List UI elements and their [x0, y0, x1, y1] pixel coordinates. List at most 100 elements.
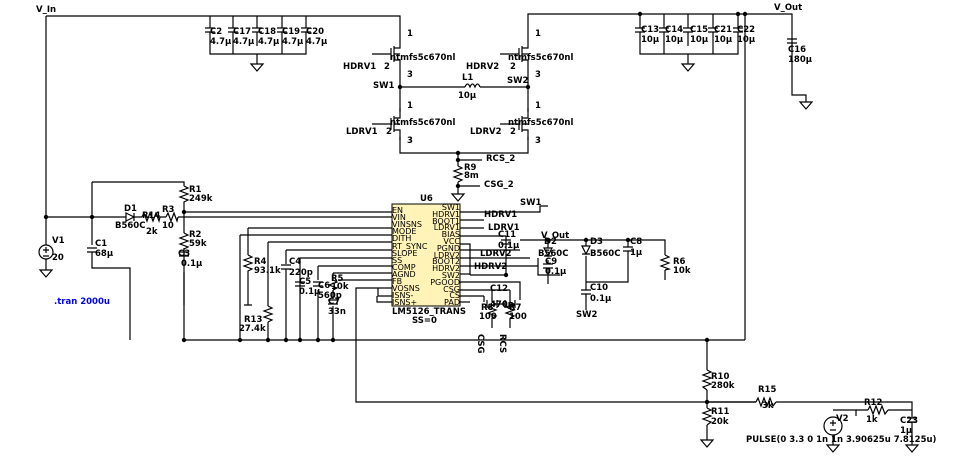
ic-pin-label-right: CSG: [443, 284, 460, 294]
r6-name: R6: [673, 257, 686, 267]
r11-name: R11: [711, 407, 730, 417]
net-label-v-in: V_In: [36, 5, 57, 15]
r3-value: 10: [162, 221, 174, 231]
pulse-directive: PULSE(0 3.3 0 1n 1n 3.90625u 7.8125u): [746, 435, 937, 445]
ic-pin-label-left: VIN: [392, 213, 406, 223]
net-label-hdrv1: HDRV1: [343, 62, 377, 72]
mosfet-hs2: [514, 38, 529, 70]
c5-name: C5: [299, 277, 312, 287]
cap-c21-name: C21: [714, 25, 733, 35]
cap-c13-name: C13: [641, 25, 660, 35]
r7-value: 100: [509, 312, 527, 322]
net-label-csg: CSG: [475, 334, 485, 354]
tran-directive: .tran 2000u: [54, 297, 110, 307]
cap-c13-value: 10µ: [641, 35, 660, 45]
net-label-csg2: CSG_2: [484, 180, 514, 190]
r4-value: 93.1k: [254, 266, 281, 276]
r12-value: 1k: [866, 415, 878, 425]
ic-ref: U6: [420, 194, 433, 204]
r2-value: 59k: [189, 239, 207, 249]
cap-c19-name: C19: [282, 27, 301, 37]
net-label-sw1: SW1: [373, 81, 395, 91]
ic-pin-label-right: LDRV2: [433, 250, 460, 260]
ic-param: SS=0: [412, 316, 437, 326]
r9-value: 8m: [464, 171, 479, 181]
ic-pin-label-left: VOSNS: [392, 284, 420, 294]
ic-pin-label-right: PGOOD: [430, 277, 460, 287]
c8-value: 1µ: [630, 248, 643, 258]
r11-value: 20k: [711, 417, 729, 427]
v1-value: 20: [52, 253, 64, 263]
r15-value: 3k: [762, 401, 774, 411]
mosfet-ls2-pin1: 1: [535, 101, 541, 111]
cap-c15-name: C15: [690, 25, 709, 35]
diode-symbols: [125, 212, 591, 258]
ic-pin-label-right: BOOT1: [432, 216, 460, 226]
d1-value: B560C: [115, 221, 146, 231]
r10-value: 280k: [711, 381, 735, 391]
voltage-sources: [38, 244, 843, 436]
wires: [45, 13, 913, 445]
r1-name: R1: [189, 185, 202, 195]
net-label-hdrv1-pin: HDRV1: [484, 210, 518, 220]
l1-name: L1: [462, 73, 474, 83]
r8-value: 100: [479, 312, 497, 322]
cap-c18-name: C18: [258, 27, 277, 37]
mosfet-hs1-pin2: 2: [384, 62, 390, 72]
mosfet-ls2: [514, 108, 529, 140]
mosfet-ls2-pin3: 3: [535, 136, 541, 146]
net-label-sw2: SW2: [507, 76, 529, 86]
ic-body: [391, 203, 461, 307]
cap-c22-value: 10µ: [737, 35, 756, 45]
c1-value: 68µ: [95, 249, 114, 259]
ic-pin-label-left: SS: [392, 255, 403, 265]
net-label-ldrv1: LDRV1: [346, 127, 378, 137]
mosfet-ls1-pin1: 1: [407, 101, 413, 111]
mosfet-hs1: [386, 38, 401, 70]
c7-name: C7: [328, 297, 341, 307]
cap-c14-value: 10µ: [665, 35, 684, 45]
junctions: [43, 11, 748, 405]
ic-pin-label-left: DITH: [392, 234, 412, 244]
ic-pin-label-right: HDRV1: [432, 209, 460, 219]
ground-symbols: [38, 63, 920, 453]
c16-name: C16: [788, 45, 807, 55]
d2-value: B560C: [538, 249, 569, 259]
r9-name: R9: [464, 163, 477, 173]
c23-value: 1µ: [900, 426, 913, 436]
c7-value: 33n: [328, 307, 346, 317]
ic-pin-label-right: SW2: [441, 271, 460, 280]
cap-c2-name: C2: [210, 27, 223, 37]
c10-name: C10: [590, 283, 609, 293]
mosfet-hs2-pin1: 1: [535, 29, 541, 39]
cap-c19-value: 4.7µ: [282, 37, 304, 47]
net-label-sw1-pin: SW1: [520, 198, 542, 208]
mosfet-ls1-pin3: 3: [407, 136, 413, 146]
r5-value: 10k: [331, 282, 349, 292]
r1-value: 249k: [189, 194, 213, 204]
r14-value: 2k: [146, 227, 158, 237]
d3-name: D3: [590, 237, 603, 247]
ic-pin-label-right: BIAS: [441, 230, 460, 240]
ic-pin-label-left: RT_SYNC: [392, 241, 428, 251]
c3-value: 0.1µ: [181, 259, 203, 269]
r14-name: R14: [142, 211, 161, 221]
d1-name: D1: [124, 204, 137, 214]
c5-value: 0.1µ: [299, 287, 321, 297]
ic-pin-label-right: SW1: [441, 203, 460, 212]
net-label-sw2-bottom: SW2: [576, 310, 598, 320]
ic-pin-label-left: ISNS+: [392, 298, 418, 308]
ic-pin-label-left: COMP: [392, 262, 416, 272]
mosfet-hs1-pin3: 3: [407, 70, 413, 80]
c4-name: C4: [289, 257, 302, 267]
mosfet-hs2-pin3: 3: [535, 70, 541, 80]
cap-c14-name: C14: [665, 25, 684, 35]
r13-name: R13: [244, 315, 263, 325]
c12-value: 470p: [490, 300, 514, 310]
ic-pin-label-right: HDRV2: [432, 264, 460, 274]
cap-c17-value: 4.7µ: [233, 37, 255, 47]
mosfet-ls1-pin2: 2: [386, 127, 392, 137]
c3-name: C3: [178, 249, 191, 259]
